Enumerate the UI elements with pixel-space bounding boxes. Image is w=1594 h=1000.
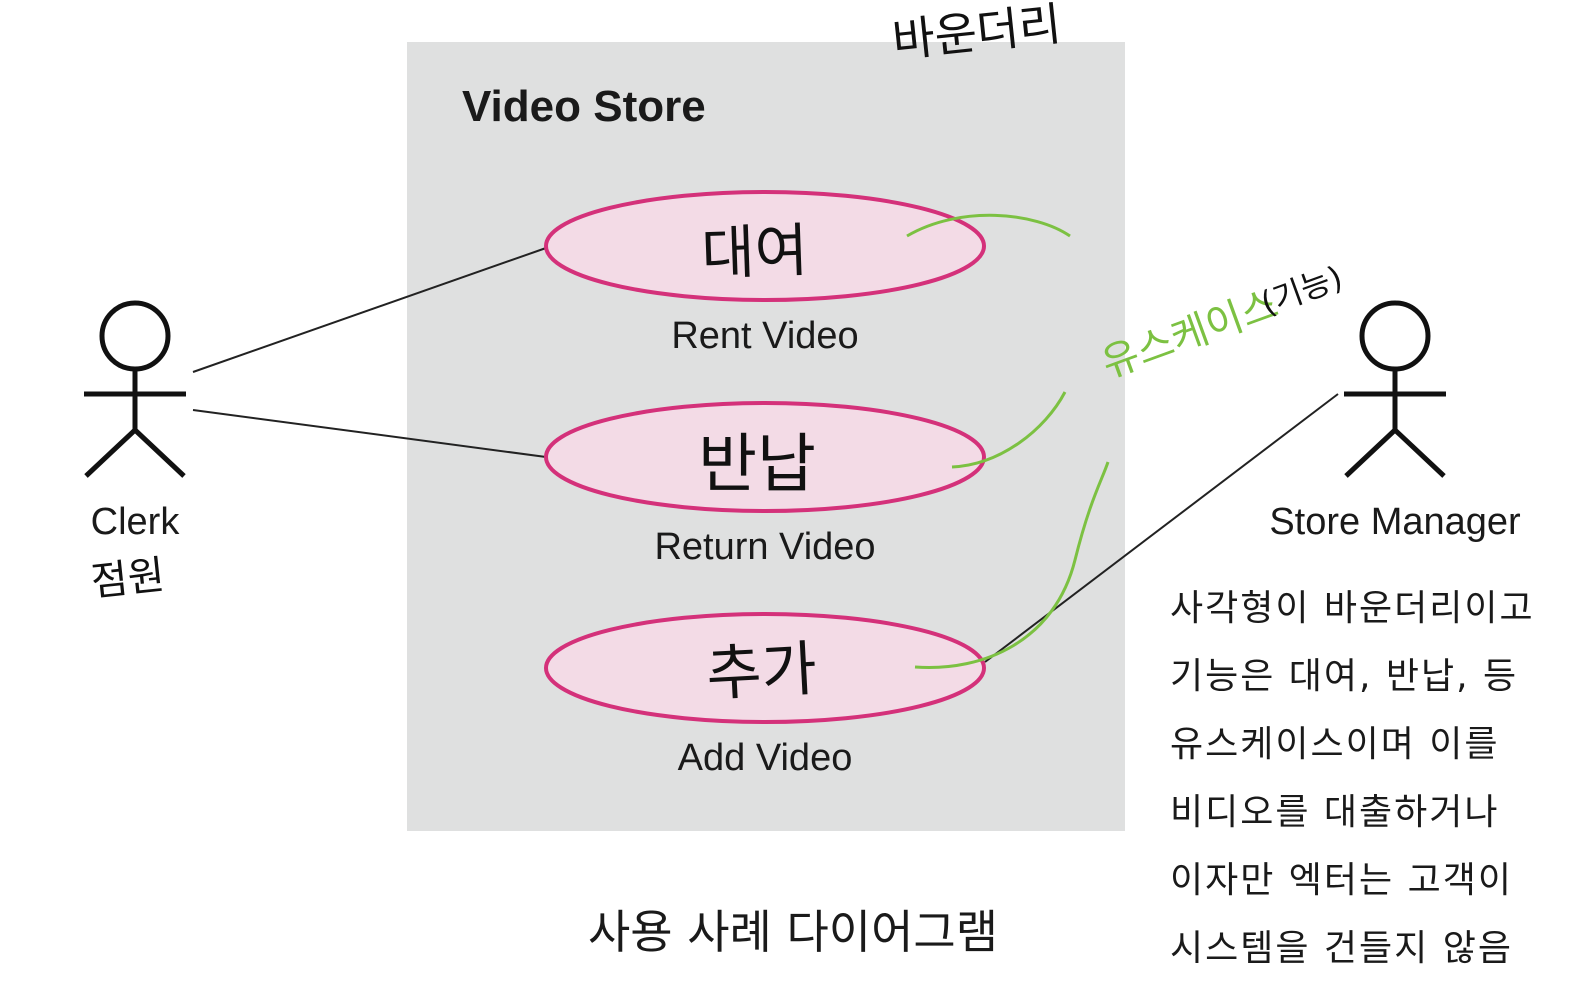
annotation-curve-return — [951, 391, 1067, 469]
explanation-line: 이자만 엑터는 고객이 — [1170, 860, 1513, 901]
annotation-curve-add — [914, 461, 1110, 670]
use-case-return: 반납 Return Video — [544, 401, 986, 568]
actor-clerk-label: Clerk — [91, 501, 181, 543]
use-case-rent-label: Rent Video — [671, 315, 858, 357]
association-clerk-rent — [192, 247, 547, 373]
actor-clerk — [84, 300, 186, 478]
explanation-line: 기능은 대여, 반납, 등 — [1170, 656, 1518, 697]
use-case-add-handwritten: 추가 — [705, 634, 819, 710]
association-manager-add — [984, 393, 1339, 663]
annotation-curve-rent — [906, 213, 1071, 238]
use-case-rent-handwritten: 대여 — [700, 216, 809, 288]
actor-clerk-head — [99, 300, 171, 372]
use-case-return-label: Return Video — [654, 526, 875, 568]
actor-store-manager-label: Store Manager — [1269, 501, 1521, 543]
explanation-line: 유스케이스이며 이를 — [1170, 724, 1500, 765]
use-case-return-handwritten: 반납 — [698, 428, 816, 502]
explanation-line: 사각형이 바운더리이고 — [1170, 588, 1535, 629]
actor-store-manager-head — [1359, 300, 1431, 372]
actor-clerk-handwritten: 점원 — [89, 552, 167, 605]
usecase-annotation-paren: (기능) — [1256, 258, 1348, 322]
use-case-add: 추가 Add Video — [544, 612, 986, 779]
association-clerk-return — [192, 409, 547, 458]
use-case-add-label: Add Video — [678, 737, 853, 779]
diagram-caption: 사용 사례 다이어그램 — [588, 905, 998, 959]
boundary-title: Video Store — [462, 82, 706, 131]
explanation-line: 시스템을 건들지 않음 — [1170, 928, 1513, 969]
explanation-line: 비디오를 대출하거나 — [1170, 792, 1500, 833]
explanation-text: 사각형이 바운더리이고 기능은 대여, 반납, 등 유스케이스이며 이를 비디오… — [1170, 588, 1535, 969]
actor-store-manager — [1344, 300, 1446, 478]
use-case-rent: 대여 Rent Video — [544, 190, 986, 357]
